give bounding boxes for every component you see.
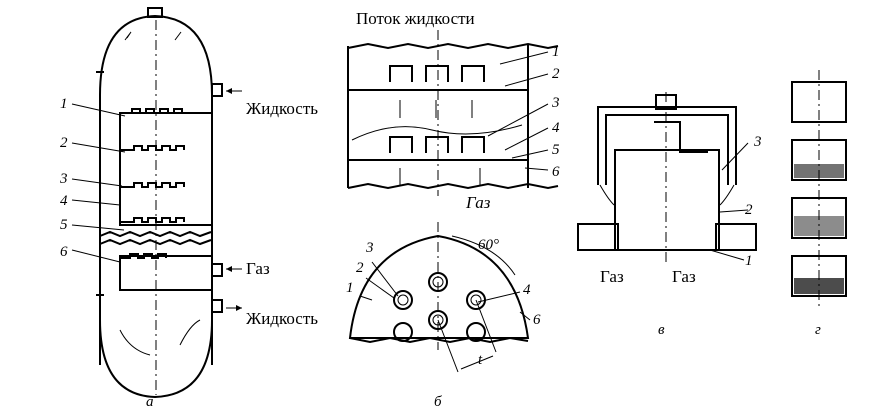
panel-v-gas-right-label: Газ <box>672 267 696 286</box>
panel-v-gas-left-label: Газ <box>600 267 624 286</box>
cap-ring <box>428 310 448 330</box>
panel-v-caption: в <box>658 322 665 338</box>
panel-b-callout-6: 6 <box>552 164 560 180</box>
panel-b-plan-view <box>348 222 531 373</box>
cap-ring <box>393 322 413 342</box>
panel-b-gas-label: Газ <box>465 193 491 212</box>
cap-ring <box>428 272 448 292</box>
panel-a-callout-5: 5 <box>60 217 68 233</box>
panel-a-callout-1: 1 <box>60 96 68 112</box>
panel-b-title: Поток жидкости <box>356 9 475 28</box>
panel-b-callout-5: 5 <box>552 142 560 158</box>
panel-b-plan-callout-4: 4 <box>523 282 531 298</box>
panel-a-callout-6: 6 <box>60 244 68 260</box>
panel-a-column <box>71 7 242 399</box>
panel-b-plan-callout-6: 6 <box>533 312 541 328</box>
panel-b-section <box>347 30 559 196</box>
panel-a-liquid-out-label: Жидкость <box>246 309 318 328</box>
panel-b-plan-callout-1: 1 <box>346 280 354 296</box>
cap-ring <box>393 290 413 310</box>
panel-b-plan-callout-3: 3 <box>365 240 374 256</box>
panel-v-callout-2: 2 <box>745 202 753 218</box>
panel-b-plan-callout-2: 2 <box>356 260 364 276</box>
panel-a-callout-3: 3 <box>59 171 68 187</box>
panel-b-callout-1: 1 <box>552 44 560 60</box>
panel-b-caption: б <box>434 394 442 410</box>
panel-a-liquid-in-label: Жидкость <box>246 99 318 118</box>
panel-a-callout-4: 4 <box>60 193 68 209</box>
panel-b-callout-2: 2 <box>552 66 560 82</box>
panel-b-callout-3: 3 <box>551 95 560 111</box>
panel-a-gas-in-label: Газ <box>246 259 270 278</box>
panel-v-cap <box>577 92 757 265</box>
panel-b-callout-4: 4 <box>552 120 560 136</box>
panel-v-callout-1: 1 <box>745 253 753 269</box>
panel-g-slot-variants <box>791 70 847 306</box>
panel-a-callout-2: 2 <box>60 135 68 151</box>
panel-a-caption: а <box>146 394 154 410</box>
panel-b-angle-label: 60° <box>478 237 499 253</box>
cap-ring <box>466 322 486 342</box>
panel-b-pitch-label: t <box>478 352 483 368</box>
panel-v-callout-3: 3 <box>753 134 762 150</box>
panel-g-caption: г <box>815 322 821 338</box>
